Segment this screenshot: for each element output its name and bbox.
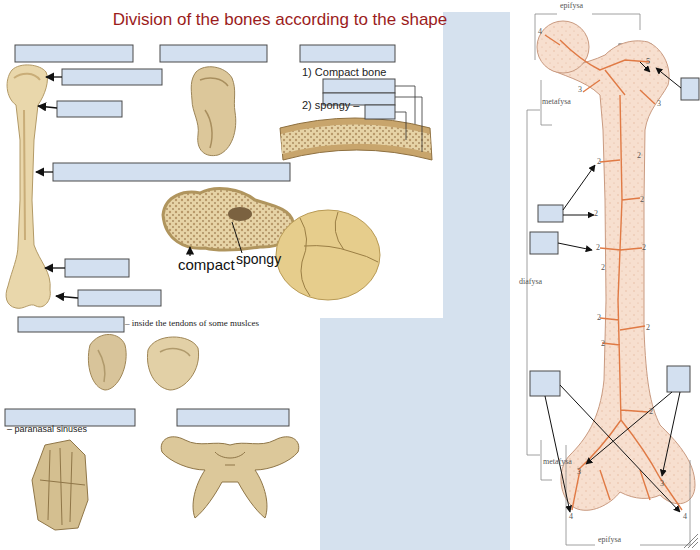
region-label: metafysa — [543, 458, 572, 467]
irregular-bone — [161, 437, 299, 518]
irregular-bone-cut — [163, 189, 293, 251]
callout-number: 2 — [640, 196, 644, 205]
blood-vessels — [545, 35, 682, 510]
pointer-arrow — [563, 165, 595, 210]
callout-number: 5 — [646, 58, 650, 67]
pointer-arrow — [586, 392, 672, 464]
answer-box — [18, 317, 124, 332]
callout-number: 4 — [538, 28, 542, 37]
bone-cavity — [228, 207, 252, 221]
answer-box — [530, 371, 560, 396]
background-panel — [320, 318, 443, 550]
callout-number: 2 — [596, 244, 600, 253]
pointer-arrow — [558, 243, 592, 250]
suture-line — [300, 212, 378, 296]
callout-number: 2 — [594, 210, 598, 219]
callout-number: 3 — [577, 468, 581, 477]
pointer-arrow — [38, 106, 57, 108]
part-label: 2) spongy – — [302, 99, 359, 111]
callout-number: 2 — [646, 324, 650, 333]
bone-shading — [98, 349, 190, 382]
pointer-arrow — [46, 76, 62, 77]
answer-box — [78, 290, 161, 306]
part-label: compact — [178, 257, 235, 274]
part-label: 1) Compact bone — [302, 66, 386, 78]
answer-box — [160, 45, 267, 62]
page-title: Division of the bones according to the s… — [0, 11, 560, 30]
pointer-arrows — [545, 62, 681, 512]
pointer-arrow — [545, 396, 570, 512]
region-label: epifysa — [560, 2, 583, 11]
answer-box — [300, 45, 395, 62]
bone-shading — [40, 448, 85, 525]
bone-shading — [14, 74, 40, 240]
answer-box — [65, 259, 129, 277]
callout-number: 3 — [657, 100, 661, 109]
answer-box — [323, 79, 395, 93]
part-label: spongy — [236, 252, 281, 267]
bone-shading — [215, 452, 245, 465]
pointer-arrow — [560, 385, 680, 512]
femur-head — [537, 21, 589, 73]
region-label: diafysa — [519, 278, 542, 287]
answer-box — [530, 232, 558, 254]
callout-number: 2 — [649, 408, 653, 417]
spongy-layer — [281, 125, 431, 155]
skull-cap — [276, 210, 380, 300]
region-bracket — [527, 14, 690, 545]
note-text: – inside the tendons of some muslces — [125, 319, 259, 329]
bone-shading — [200, 78, 228, 148]
long-bone — [6, 65, 50, 308]
sesamoid-bone — [88, 334, 126, 390]
leader-line — [232, 222, 242, 253]
background-panel — [443, 12, 510, 550]
sesamoid-bone — [147, 337, 198, 390]
callout-number: 2 — [642, 244, 646, 253]
callout-number: 2 — [597, 314, 601, 323]
note-text: – paranasal sinuses — [7, 425, 87, 435]
answer-box — [681, 78, 699, 100]
pointer-arrow — [45, 267, 65, 268]
pointer-arrow — [36, 171, 53, 172]
answer-box — [365, 105, 395, 119]
pointer-arrow — [656, 68, 681, 88]
callout-number: 2 — [637, 152, 641, 161]
callout-number: 2 — [601, 264, 605, 273]
answer-box — [5, 409, 135, 426]
compact-layer — [280, 118, 432, 160]
callout-number: 2 — [597, 158, 601, 167]
short-bone — [191, 67, 236, 156]
pneumatic-bone — [32, 440, 88, 530]
pointer-arrow — [662, 392, 680, 476]
answer-box — [15, 45, 133, 62]
leader-line — [395, 86, 422, 152]
callout-number: 4 — [683, 513, 687, 522]
answer-box — [62, 69, 162, 85]
hatch-mark — [684, 534, 698, 548]
femur-outline — [548, 41, 695, 510]
answer-box — [177, 409, 289, 426]
callout-number: 3 — [578, 86, 582, 95]
pointer-arrows — [36, 77, 78, 298]
answer-box — [538, 205, 563, 222]
answer-box — [53, 163, 290, 181]
pointer-arrow — [56, 296, 78, 298]
pointer-arrow — [563, 215, 594, 216]
answer-box — [57, 101, 122, 117]
region-label: metafysa — [542, 98, 571, 107]
answer-box — [667, 366, 690, 392]
callout-number: 3 — [660, 480, 664, 489]
pointer-arrow — [189, 247, 190, 256]
callout-number: 4 — [569, 513, 573, 522]
region-label: epifysa — [598, 536, 621, 545]
callout-number: 2 — [601, 340, 605, 349]
answer-box-group — [5, 44, 699, 426]
